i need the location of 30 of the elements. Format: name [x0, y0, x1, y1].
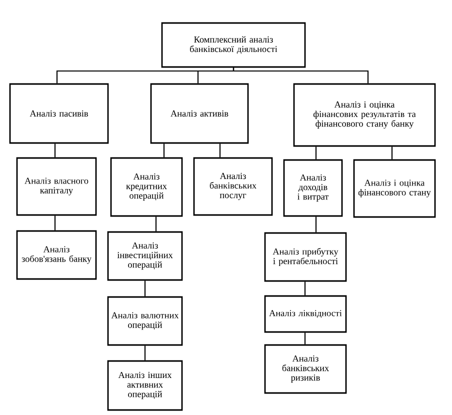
connector-line: [232, 68, 369, 84]
box: Аналіз валютних операцій: [107, 296, 183, 346]
connector-line: [197, 68, 234, 84]
box: Аналіз зобов'язань банку: [16, 230, 97, 280]
box: Аналіз власного капіталу: [16, 157, 97, 216]
connector-line: [144, 346, 146, 360]
connector-line: [304, 332, 306, 344]
connector-line: [315, 146, 317, 160]
box: Аналіз ліквідності: [264, 295, 347, 333]
box: Аналіз і оцінка фінансового стану: [353, 159, 436, 218]
connector-line: [391, 146, 393, 160]
box: Аналіз і оцінка фінансових результатів та фінансового стану банку: [293, 83, 436, 147]
box: Аналіз пасивів: [9, 83, 109, 144]
box: Аналіз банківських послуг: [193, 157, 273, 216]
connector-line: [163, 144, 165, 158]
connector-line: [54, 216, 56, 230]
box: Аналіз доходів і витрат: [283, 159, 343, 217]
box: Аналіз прибутку і рентабельності: [264, 232, 347, 282]
connector-line: [219, 144, 221, 158]
connector-line: [315, 216, 317, 232]
connector-line: [155, 216, 157, 232]
box: Аналіз кредитних операцій: [110, 157, 183, 217]
box: Аналіз інших активних операцій: [107, 360, 183, 411]
connector-line: [144, 280, 146, 296]
box: Аналіз інвестиційних операцій: [107, 231, 183, 281]
box: Аналіз активів: [150, 83, 249, 144]
connector-line: [304, 282, 306, 296]
box: Аналіз банківських ризиків: [264, 344, 347, 394]
connector-line: [54, 144, 56, 158]
box: Комплексний аналіз банківської діяльності: [161, 22, 306, 68]
